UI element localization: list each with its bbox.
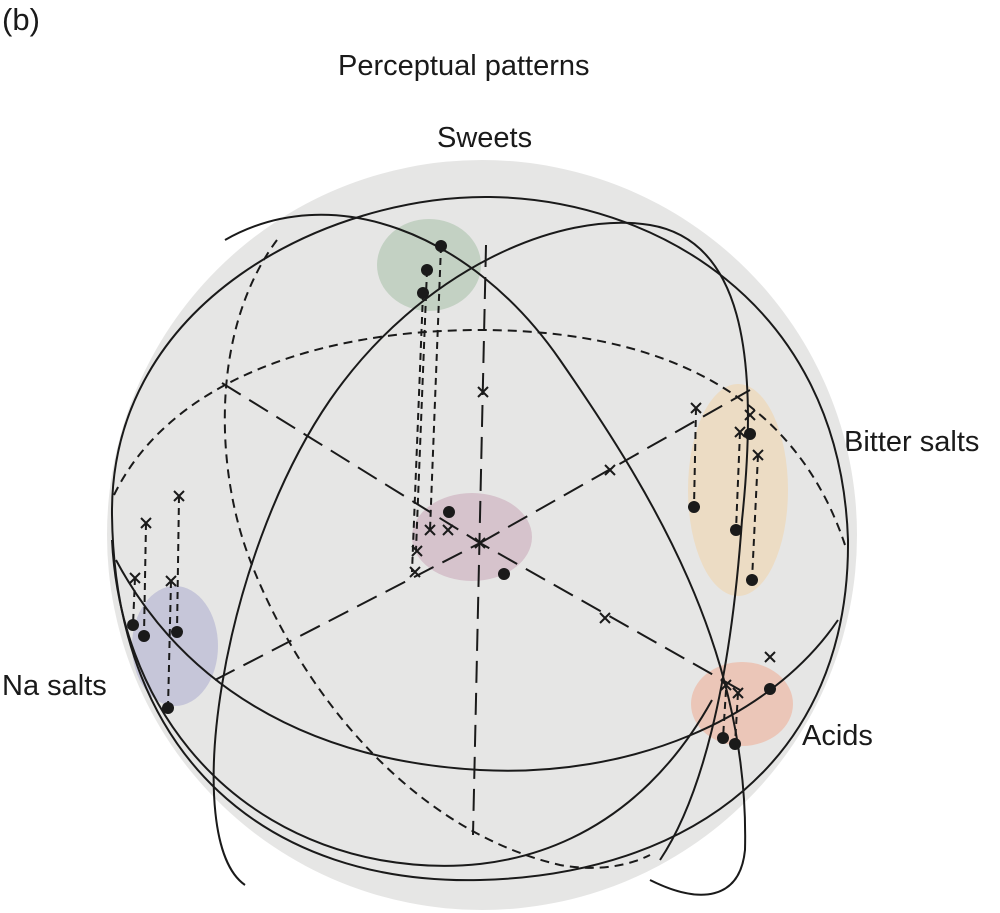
stimulus-point [421,264,433,276]
projection-x-marker [764,651,776,663]
stimulus-point [443,506,455,518]
label-sweets: Sweets [437,122,533,154]
projection-x-marker [129,572,141,584]
projection-x-marker [173,490,185,502]
label-na-salts: Na salts [2,670,107,702]
stimulus-point [688,501,700,513]
stimulus-point [717,732,729,744]
great-circle-4 [115,559,839,772]
great-circle-2 [224,213,747,896]
stimulus-point [162,702,174,714]
great-circle-5 [111,539,713,867]
stimulus-point [498,568,510,580]
stimulus-point [744,428,756,440]
stimulus-point [127,619,139,631]
projection-x-marker [690,402,702,414]
label-bitter-salts: Bitter salts [844,426,980,458]
projection-x-marker [424,524,436,536]
label-acids: Acids [802,720,873,752]
projection-x-marker [165,575,177,587]
projection-x-marker [140,517,152,529]
projection-x-marker [604,464,616,476]
stimulus-point [764,683,776,695]
stimulus-point [171,626,183,638]
stimulus-point [417,287,429,299]
axis-lower-left [214,542,481,681]
dropline-acids-2 [734,692,739,745]
stimulus-point [746,574,758,586]
dropline-sweets-2 [415,269,428,551]
projection-x-marker [411,545,423,557]
region-na-salts [132,586,218,706]
dropline-na-2 [143,522,147,636]
region-acids [691,662,793,746]
axis-vertical [472,244,487,836]
dropline-bitter-1 [693,407,697,508]
projection-x-marker [732,687,744,699]
stimulus-point [730,524,742,536]
dropline-bitter-2 [735,431,741,531]
projection-x-marker [720,679,732,691]
projection-x-marker [752,449,764,461]
dropline-bitter-3 [751,454,759,581]
axis-upper-left [221,382,481,544]
projection-x-marker [474,537,486,549]
stimulus-point [729,738,741,750]
great-circle-1 [110,195,850,882]
dropline-na-4 [167,580,172,709]
axis-lower-right [479,542,741,691]
great-circle-3 [212,221,749,886]
projection-x-marker [734,426,746,438]
hidden-arc-equator [113,328,846,546]
projection-x-marker [599,612,611,624]
projection-x-marker [477,386,489,398]
dropline-na-3 [176,495,180,633]
axis-upper-right [479,389,751,544]
diagram-title: Perceptual patterns [338,50,590,82]
panel-label: (b) [2,2,40,37]
projection-x-marker [744,409,756,421]
dropline-sweets-3 [411,292,424,573]
projection-x-marker [442,524,454,536]
stimulus-point [435,240,447,252]
dropline-acids-1 [722,689,727,739]
dropline-na-1 [132,577,136,626]
projection-x-marker [409,566,421,578]
hidden-arc-meridian [223,239,651,869]
region-bitter-salts [688,384,788,596]
stimulus-point [138,630,150,642]
